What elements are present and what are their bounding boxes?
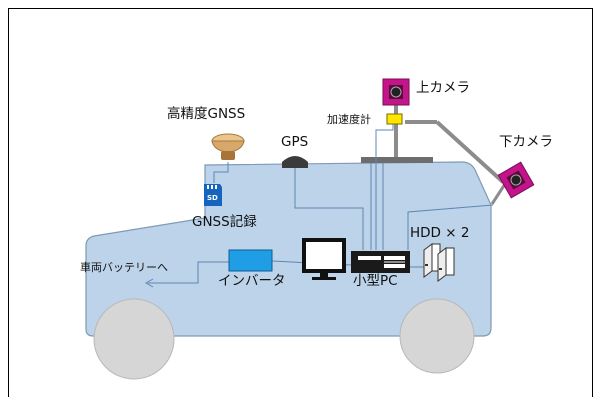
accelerometer-icon <box>386 113 403 125</box>
high-precision-gnss-label: 高精度GNSS <box>167 106 246 122</box>
vehicle-body <box>85 161 492 337</box>
gps-label: GPS <box>281 134 309 150</box>
small-pc-icon <box>351 251 410 273</box>
upper-camera-label: 上カメラ <box>416 80 470 96</box>
upper-camera-icon <box>382 78 410 106</box>
accelerometer-label: 加速度計 <box>327 113 371 126</box>
gnss-antenna-icon <box>211 133 245 160</box>
small-pc-label: 小型PC <box>353 273 398 289</box>
rear-tire <box>399 298 475 374</box>
sd-card-icon <box>204 184 222 206</box>
inverter-icon <box>228 249 273 272</box>
diagram-frame <box>8 8 593 397</box>
gps-antenna-icon <box>282 156 308 168</box>
gnss-recording-label: GNSS記録 <box>192 214 257 230</box>
monitor-icon <box>302 238 346 280</box>
hdd-icon <box>423 243 455 282</box>
front-tire <box>93 298 175 380</box>
wiring <box>144 118 494 288</box>
lower-camera-icon <box>497 161 535 199</box>
inverter-label: インバータ <box>218 273 286 289</box>
hdd-label: HDD × 2 <box>410 225 470 241</box>
lower-camera-label: 下カメラ <box>499 134 553 150</box>
to-vehicle-battery-label: 車両バッテリーへ <box>80 261 168 274</box>
sd-card-label: SD <box>207 194 218 202</box>
